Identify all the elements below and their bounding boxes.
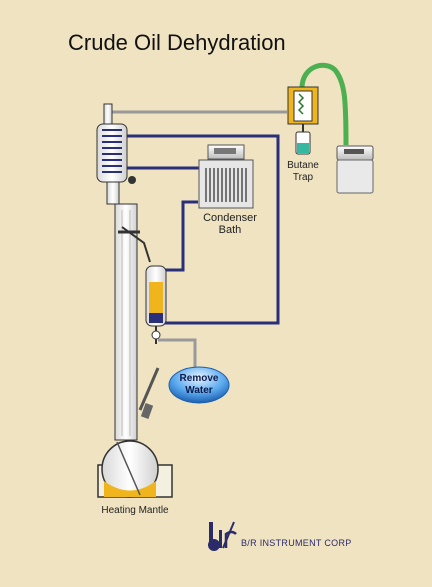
butane-trap-label: Butane Trap <box>278 160 328 184</box>
condenser-bath-label: Condenser Bath <box>190 212 270 236</box>
remove-water-blob <box>168 366 230 404</box>
water-receiver <box>145 265 167 344</box>
remove-water-label: Remove Water <box>168 373 230 397</box>
heating-mantle-label: Heating Mantle <box>101 505 169 516</box>
remove-water-line2: Water <box>185 385 213 396</box>
condenser-bath-unit <box>198 144 254 209</box>
heating-mantle <box>97 440 173 498</box>
brand-logo-icon <box>208 521 237 551</box>
vacuum-pump <box>336 145 374 194</box>
condenser-bath-line2: Bath <box>218 224 242 236</box>
remove-water-line1: Remove <box>179 373 219 384</box>
brand-name: B/R INSTRUMENT CORP <box>241 538 352 548</box>
butane-trap-line1: Butane <box>287 160 319 171</box>
reflux-condenser <box>96 103 136 205</box>
condenser-bath-line1: Condenser <box>203 212 257 224</box>
butane-trap-line2: Trap <box>292 172 314 183</box>
pump-tubing <box>299 63 349 146</box>
diagram-title: Crude Oil Dehydration <box>68 30 286 55</box>
butane-trap <box>287 86 319 155</box>
distillation-column <box>114 203 160 441</box>
drain-tube <box>158 338 197 368</box>
